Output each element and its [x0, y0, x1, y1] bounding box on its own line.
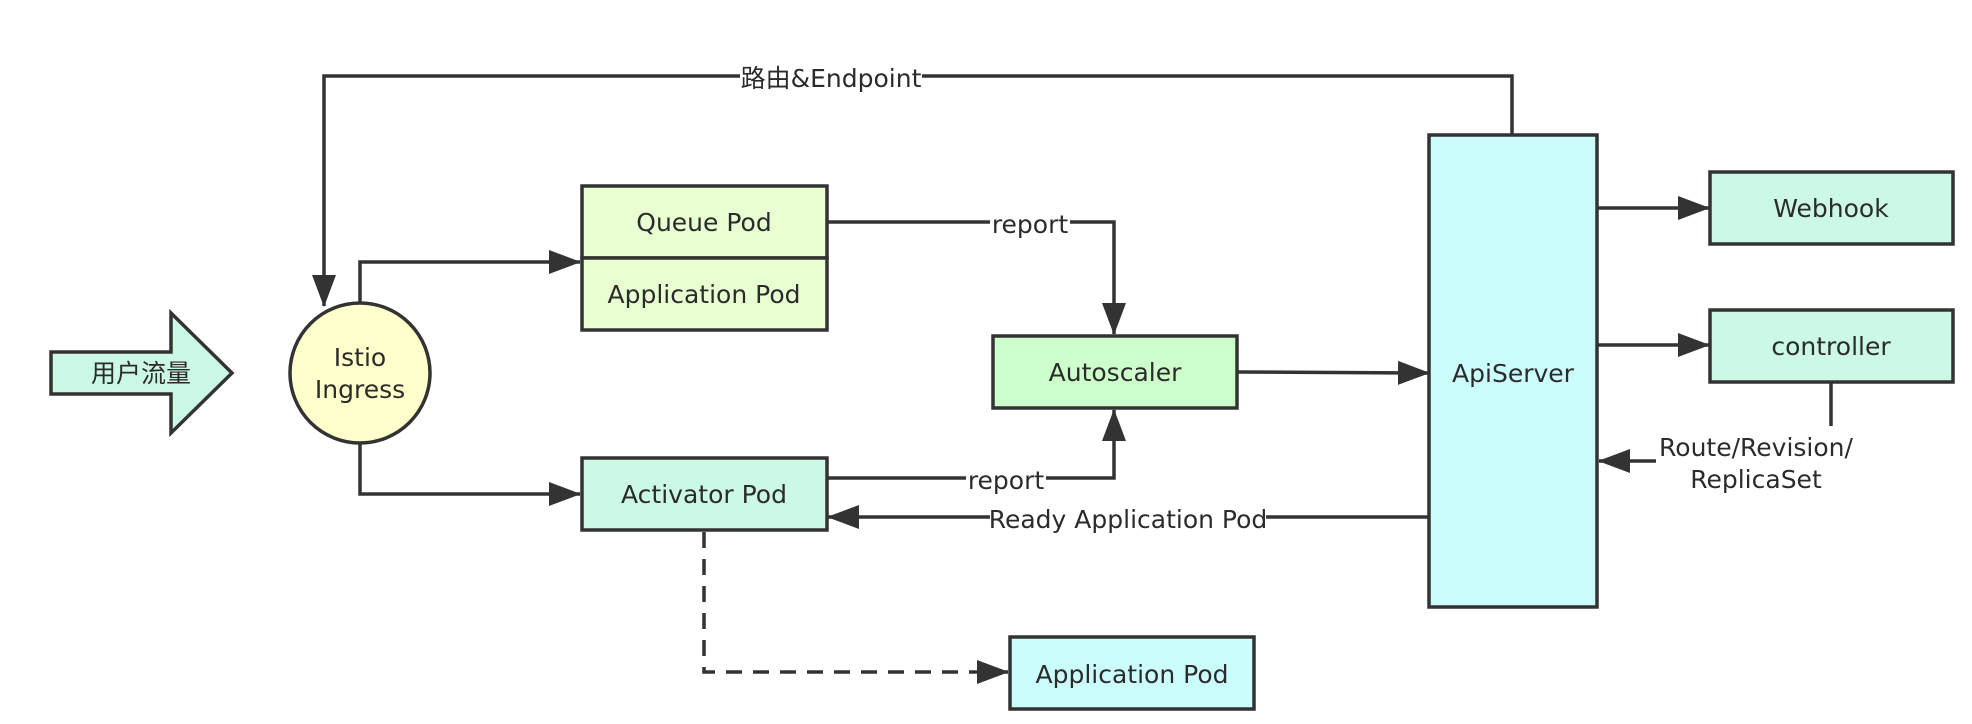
webhook-node: Webhook: [1708, 170, 1955, 246]
queue-pod-label: Queue Pod: [636, 208, 771, 237]
edge-istio-to-activator-pod: [358, 442, 581, 506]
user-traffic-label: 用户流量: [91, 359, 191, 388]
autoscaler-label: Autoscaler: [1049, 358, 1182, 387]
application-pod-top-node: Application Pod: [580, 256, 829, 332]
edge-label-ready-application-pod: Ready Application Pod: [989, 505, 1268, 534]
edge-label-report-queue: report: [992, 210, 1069, 239]
istio-ingress-label-line1: Istio: [334, 343, 386, 372]
controller-label: controller: [1771, 332, 1891, 361]
application-pod-top-label: Application Pod: [608, 280, 801, 309]
controller-node: controller: [1708, 308, 1955, 384]
edge-ready-application-pod: Ready Application Pod: [827, 503, 1429, 534]
edge-istio-to-queue-pod: [358, 250, 581, 304]
webhook-label: Webhook: [1773, 194, 1889, 223]
edge-autoscaler-to-apiserver: [1237, 360, 1430, 385]
edge-label-route-revision-1: Route/Revision/: [1659, 433, 1853, 462]
application-pod-bottom-label: Application Pod: [1036, 660, 1229, 689]
edge-queue-report: report: [828, 208, 1126, 335]
edge-label-route-revision-2: ReplicaSet: [1690, 465, 1822, 494]
edge-activator-to-application-pod: [702, 532, 1009, 684]
edge-label-report-activator: report: [968, 466, 1045, 495]
edge-label-route-endpoint: 路由&Endpoint: [741, 64, 922, 93]
istio-ingress-node: Istio Ingress: [288, 301, 432, 445]
apiserver-node: ApiServer: [1427, 133, 1599, 609]
edge-activator-report: report: [828, 409, 1126, 495]
istio-ingress-label-line2: Ingress: [315, 375, 405, 404]
queue-pod-node: Queue Pod: [580, 184, 829, 260]
edge-route-endpoint: 路由&Endpoint: [312, 62, 1514, 307]
autoscaler-node: Autoscaler: [991, 334, 1239, 410]
activator-pod-node: Activator Pod: [580, 456, 829, 532]
apiserver-label: ApiServer: [1452, 359, 1575, 388]
activator-pod-label: Activator Pod: [621, 480, 787, 509]
application-pod-bottom-node: Application Pod: [1008, 635, 1256, 711]
user-traffic-arrow: 用户流量: [49, 308, 235, 438]
edge-route-revision-replicaset: Route/Revision/ ReplicaSet: [1598, 382, 1854, 494]
